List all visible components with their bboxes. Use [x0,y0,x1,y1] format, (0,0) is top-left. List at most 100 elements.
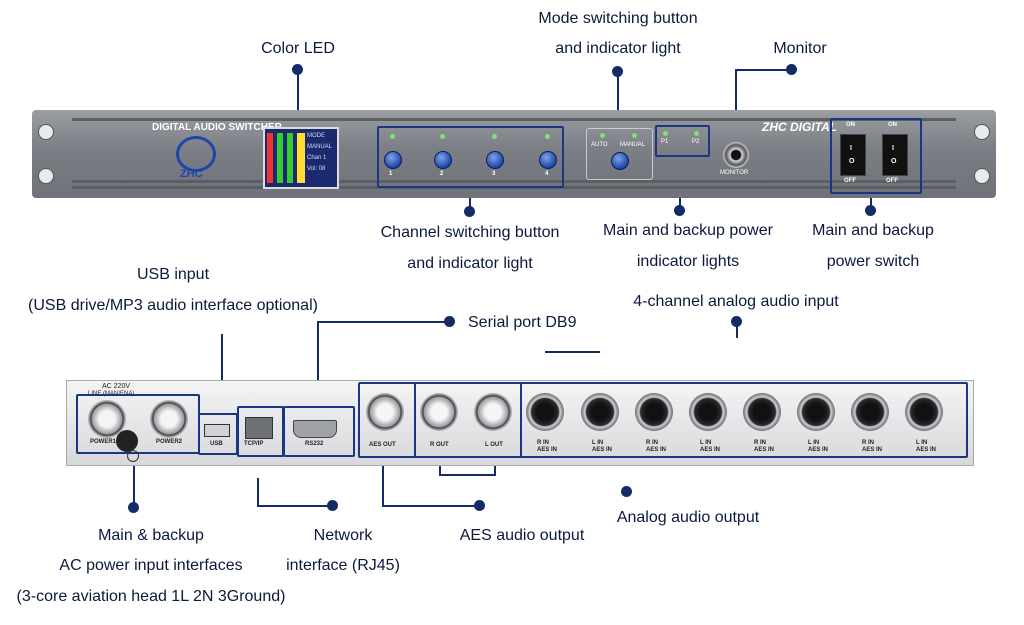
channel-label: 3 [492,171,496,177]
aes-in-label: AES IN [700,447,721,453]
rack-ear-hole [38,124,54,140]
input-connector[interactable] [526,393,564,431]
channel-label: 4 [545,171,549,177]
callout-dot [292,64,303,75]
analog-input-group [520,382,968,458]
aes-in-label: AES IN [592,447,613,453]
input-label: L IN [916,440,928,446]
aes-in-label: AES IN [646,447,667,453]
label-mode-1: Mode switching button [538,10,698,27]
on-label: ON [846,122,855,128]
label-power-ind-1: Main and backup power [603,222,773,239]
input-connector[interactable] [635,393,673,431]
callout-dot [444,316,455,327]
manual-indicator [632,133,637,138]
label-ac-2: AC power input interfaces [59,557,243,574]
label-mode-2: and indicator light [555,40,681,57]
input-label: R IN [862,440,874,446]
channel-button-group [377,126,564,188]
power-switch-group [830,118,922,194]
label-ac-3: (3-core aviation head 1L 2N 3Ground) [16,588,286,605]
usb-port[interactable] [204,424,230,437]
input-label: R IN [754,440,766,446]
channel-indicator [440,134,445,139]
label-net-1: Network [313,527,373,544]
r-out-label: R OUT [430,442,449,448]
aes-out-label: AES OUT [369,442,396,448]
callout-dot [612,66,623,77]
serial-group [283,406,355,457]
power-switch-1[interactable] [840,134,866,176]
p1-indicator [663,131,668,136]
label-color-led: Color LED [261,40,335,57]
input-connector[interactable] [851,393,889,431]
input-connector[interactable] [905,393,943,431]
lcd-line: MODE [307,133,325,139]
input-connector[interactable] [743,393,781,431]
label-power-ind-2: indicator lights [636,253,740,270]
callout-dot [621,486,632,497]
label-channel-2: and indicator light [407,255,533,272]
switch-i: I [892,145,894,152]
l-out-connector[interactable] [474,393,512,431]
panel-groove [72,180,956,183]
r-out-connector[interactable] [420,393,458,431]
callout-dot [474,500,485,511]
rack-ear-hole [974,124,990,140]
ac-text: AC 220V [102,383,131,390]
input-connector[interactable] [689,393,727,431]
power-switch-2[interactable] [882,134,908,176]
lcd-line: Chan 1 [307,155,327,161]
mode-button[interactable] [611,152,629,170]
lcd-line: Vol: 08 [307,166,326,172]
channel-indicator [545,134,550,139]
aes-in-label: AES IN [537,447,558,453]
input-label: L IN [592,440,604,446]
channel-button-4[interactable] [539,151,557,169]
channel-indicator [390,134,395,139]
callout-dot [865,205,876,216]
brand-text: DIGITAL AUDIO SWITCHER [152,122,282,133]
callout-dot [731,316,742,327]
p1-label: P1 [661,139,669,145]
label-analog-in: 4-channel analog audio input [633,293,839,310]
switch-o: O [849,158,855,165]
label-power-switch-2: power switch [826,253,920,270]
channel-button-1[interactable] [384,151,402,169]
input-label: R IN [537,440,549,446]
manual-label: MANUAL [620,142,646,148]
input-connector[interactable] [581,393,619,431]
callout-dot [128,502,139,513]
p2-label: P2 [692,139,700,145]
power2-connector[interactable] [150,400,188,438]
maker-text: ZHC DIGITAL [762,120,838,134]
p2-indicator [694,131,699,136]
monitor-jack[interactable] [723,142,749,168]
aes-in-label: AES IN [808,447,829,453]
lcd-line: MANUAL [307,144,333,150]
db9-port[interactable] [293,420,337,438]
channel-button-2[interactable] [434,151,452,169]
ground-icon [127,450,139,462]
aes-in-label: AES IN [916,447,937,453]
callout-dot [327,500,338,511]
ground-knob [116,430,138,452]
channel-label: 2 [440,171,444,177]
channel-button-3[interactable] [486,151,504,169]
front-panel: DIGITAL AUDIO SWITCHER ZHC ZHC DIGITAL [32,110,996,198]
rack-ear-hole [974,168,990,184]
label-serial: Serial port DB9 [468,314,577,331]
input-connector[interactable] [797,393,835,431]
rj45-port[interactable] [245,417,273,439]
input-label: L IN [808,440,820,446]
off-label: OFF [886,178,898,184]
label-usb-1: USB input [136,266,210,283]
label-ac-1: Main & backup [98,527,204,544]
aes-in-label: AES IN [754,447,775,453]
switch-o: O [891,158,897,165]
logo-text: ZHC [180,168,203,180]
label-analog-output: Analog audio output [616,509,760,526]
callout-dot [464,206,475,217]
aes-out-connector[interactable] [366,393,404,431]
